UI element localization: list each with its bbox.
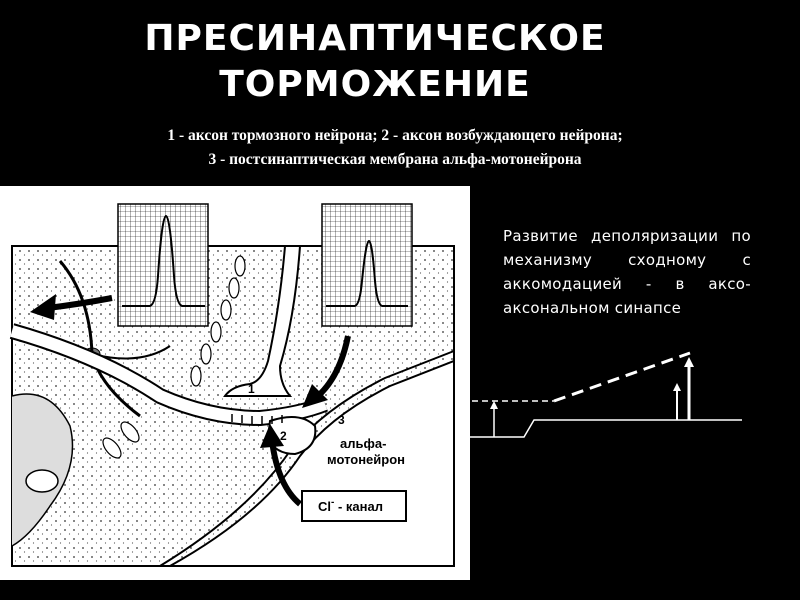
- label-1: 1: [248, 382, 255, 396]
- arrow-channel: [260, 424, 302, 507]
- synaptic-cleft-marks: [231, 414, 283, 424]
- stimulus-arrow-right-1-head: [673, 383, 681, 391]
- legend-caption: 1 - аксон тормозного нейрона; 2 - аксон …: [0, 124, 790, 172]
- synapse-illustration: 1 2 3 альфа- мотонейрон Cl- - канал: [0, 186, 470, 580]
- caption-line-2: 3 - постсинаптическая мембрана альфа-мот…: [208, 151, 582, 168]
- glial-nucleus: [25, 469, 59, 493]
- label-2: 2: [280, 429, 287, 443]
- stimulus-arrow-right-2-head: [684, 357, 694, 367]
- recording-grid-right: [321, 203, 413, 327]
- motoneuron-label-line-2: мотонейрон: [327, 452, 405, 467]
- depolarization-graph: [462, 351, 742, 438]
- threshold-line-rising: [553, 351, 691, 403]
- title-line-1: ПРЕСИНАПТИЧЕСКОЕ: [144, 18, 606, 59]
- recording-grid-left: [117, 203, 209, 327]
- chloride-channel-box: [301, 490, 407, 522]
- synapse-drawing: 1 2 3 альфа- мотонейрон Cl- - канал: [9, 203, 455, 567]
- slide-title: ПРЕСИНАПТИЧЕСКОЕ ТОРМОЖЕНИЕ: [0, 16, 750, 108]
- arrow-left: [30, 294, 113, 320]
- side-description: Развитие деполяризации по механизму сход…: [503, 227, 751, 317]
- beaded-fiber: [102, 255, 246, 459]
- arrow-right: [302, 335, 351, 408]
- stimulus-arrow-left-head: [490, 401, 498, 409]
- excitatory-axon-2-fill: [10, 325, 328, 425]
- motoneuron-label-line-1: альфа-: [340, 436, 386, 451]
- chloride-channel-label: Cl- - канал: [318, 497, 383, 514]
- title-line-2: ТОРМОЖЕНИЕ: [219, 64, 531, 105]
- label-3: 3: [338, 413, 345, 427]
- caption-line-1: 1 - аксон тормозного нейрона; 2 - аксон …: [167, 127, 623, 144]
- inhibitory-axon-1: [223, 245, 302, 397]
- membrane-potential-trace: [462, 419, 742, 438]
